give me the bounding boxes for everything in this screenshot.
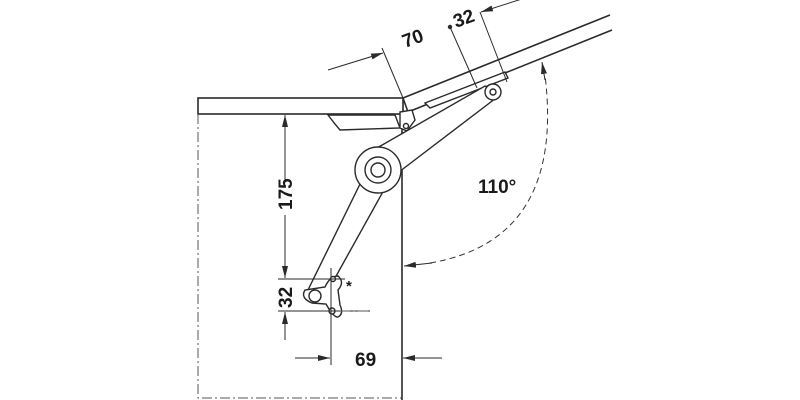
opening-angle-arrow-bottom [403,261,433,268]
upper-arm-pivot-hole [489,88,497,96]
hinge-pin [402,122,410,130]
dim-32-extension-left [449,26,478,89]
opening-angle-arc [429,74,549,264]
note-marker: * [346,278,352,295]
dim-32-arrow [480,0,521,13]
dim-70-label: 70 [400,26,427,53]
top-mounting-plate [326,114,402,131]
lid-panel [402,14,613,113]
dim-69-label: 69 [355,350,376,371]
opening-angle-label: 110° [478,177,516,198]
dim-32-bracket-label: 32 [276,287,297,308]
cabinet-outline-left [197,114,402,399]
cabinet-top-panel [197,97,404,115]
side-mounting-bracket [302,275,343,318]
bracket-pivot [308,289,322,303]
dim-70-extension [381,47,404,99]
dim-32-extension-right [479,11,508,83]
lid-mounting-plate [423,71,509,109]
dim-175-label: 175 [276,178,297,210]
dim-32-top-label: 32 [451,6,478,33]
dim-70-arrow [327,52,384,71]
opening-angle-arrow-top [541,61,547,81]
main-pivot-center [370,162,386,178]
